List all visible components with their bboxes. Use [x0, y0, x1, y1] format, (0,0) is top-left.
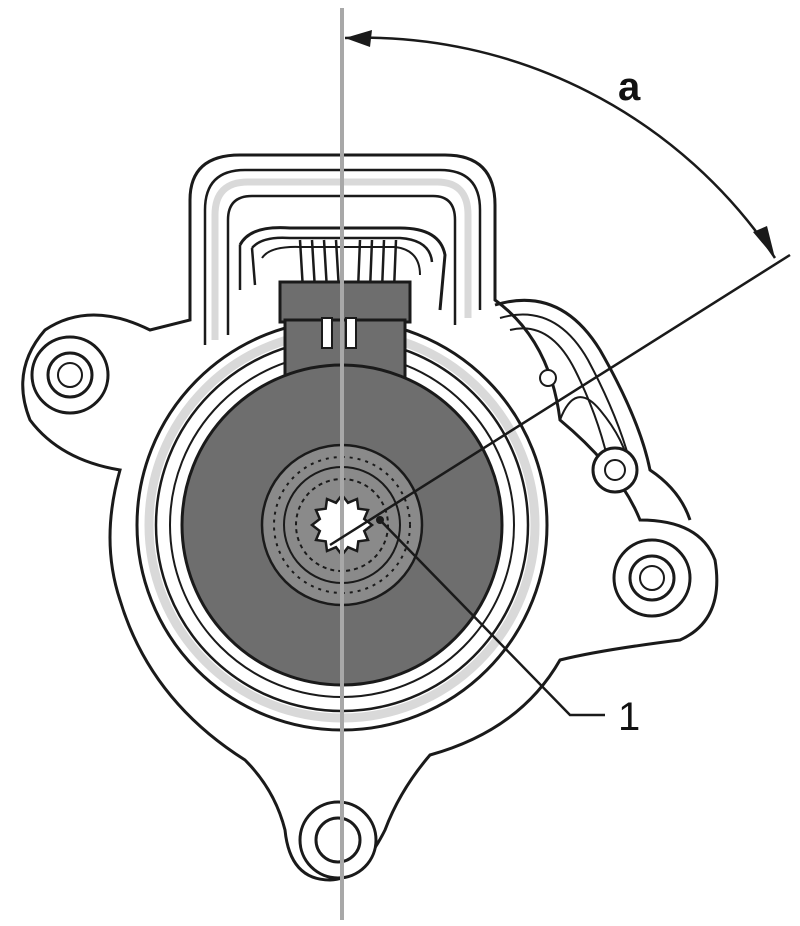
wiring-harness: [238, 226, 447, 311]
angled-reference-line: [329, 253, 791, 547]
arc-arrow-end: [753, 226, 775, 258]
bottom-mounting-eye: [298, 800, 378, 880]
upper-frame-outer: [203, 168, 482, 310]
part-1-label: 1: [618, 695, 640, 739]
angle-label: a: [618, 65, 641, 109]
part-1-leader-dot: [376, 516, 384, 524]
upper-frame-left-line: [203, 210, 230, 345]
left-mounting-eye: [30, 335, 110, 415]
upper-frame-gasket: [211, 178, 472, 318]
right-mounting-eye: [612, 538, 692, 618]
upper-frame-inner: [226, 194, 457, 325]
arc-arrow-start: [345, 30, 372, 47]
side-cable: [494, 298, 692, 521]
angle-arc: [344, 36, 777, 259]
part-1-leader: [379, 519, 605, 717]
